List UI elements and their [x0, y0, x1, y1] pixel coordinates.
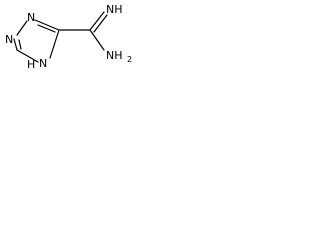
atom-amine: NH: [106, 49, 123, 62]
atom-n2: N: [5, 33, 13, 46]
bond-c-amine: [89, 29, 105, 51]
bond-n4-c5: [16, 49, 39, 63]
bond-c-imine-1: [89, 11, 105, 31]
bond-c3-n4: [49, 29, 60, 59]
atom-amine-subscript: 2: [127, 55, 132, 64]
bond-c3-n1-double: [37, 24, 56, 33]
bond-n1-c3: [34, 19, 60, 31]
bond-n1-n2: [16, 20, 28, 36]
bond-c5-n2-double: [18, 39, 22, 50]
atom-n1: N: [27, 11, 35, 24]
bond-c-imine-2: [93, 14, 108, 33]
molecule-svg: N N N H NH NH 2: [5, 3, 132, 71]
atom-n4: N: [39, 57, 47, 70]
atom-h4: H: [27, 58, 35, 71]
bond-c5-n2: [13, 38, 18, 51]
structure-diagram: N N N H NH NH 2: [0, 0, 152, 94]
atom-imine: NH: [106, 3, 123, 16]
